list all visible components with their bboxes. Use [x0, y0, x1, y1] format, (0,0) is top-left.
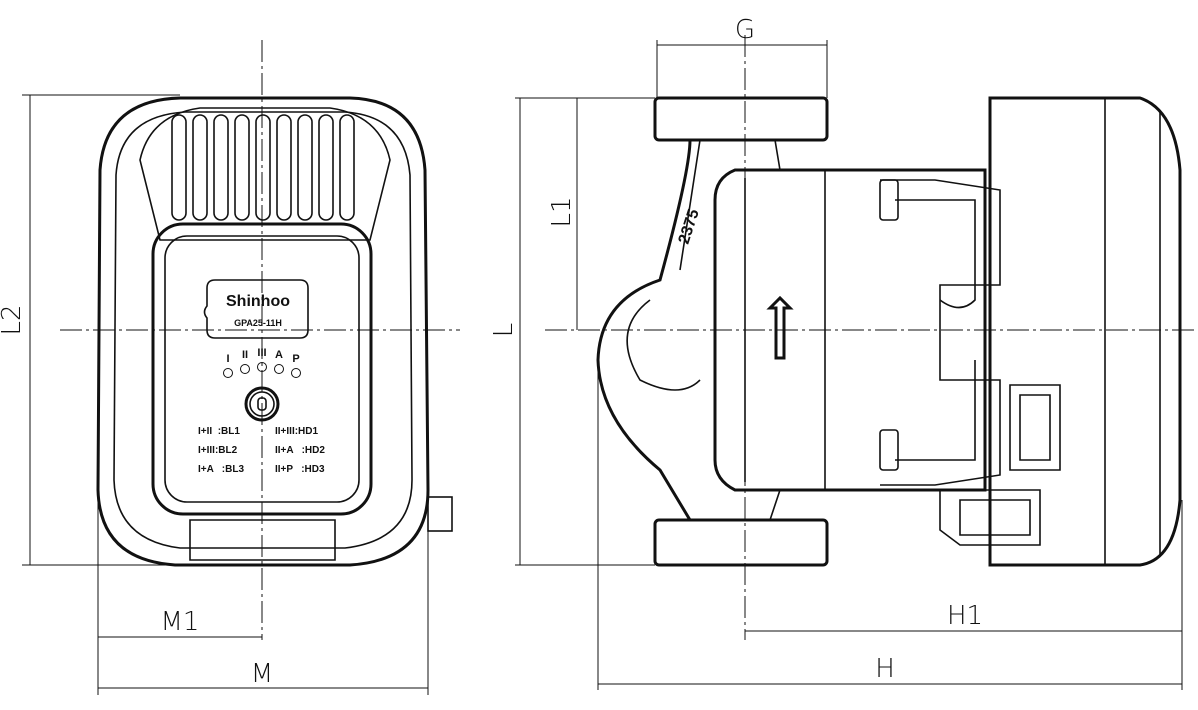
casting-mark: 2375	[676, 207, 703, 246]
setting-text: I+A :BL3	[198, 464, 244, 475]
top-flange	[653, 96, 829, 142]
bottom-flange	[653, 518, 829, 567]
mode-label: III	[257, 347, 266, 359]
mode-label: A	[275, 349, 283, 361]
motor-housing	[713, 168, 987, 492]
cable-gland	[427, 496, 453, 532]
dimension-label-h1: H1	[947, 601, 983, 631]
control-box	[988, 96, 1182, 567]
cooling-fins-area	[139, 107, 391, 241]
setting-text: II+III:HD1	[275, 426, 319, 437]
setting-text: I+III:BL2	[198, 445, 238, 456]
led-icon	[257, 362, 267, 372]
dimension-label-l: L	[489, 323, 519, 338]
setting-text: II+P :HD3	[275, 464, 325, 475]
control-panel	[151, 222, 373, 516]
brand-label	[203, 279, 309, 339]
dimension-label-h: H	[875, 654, 895, 684]
led-icon	[240, 364, 250, 374]
mode-indicators: I II III A P	[223, 347, 301, 378]
volute-outline	[596, 139, 692, 521]
dimension-label-m: M	[251, 659, 273, 689]
dimension-label-m1: M1	[161, 607, 200, 637]
cable-connector	[939, 489, 1041, 546]
brand-name: Shinhoo	[226, 293, 290, 310]
mode-label: I	[226, 353, 229, 365]
mode-button	[244, 386, 280, 422]
cooling-fins	[171, 114, 355, 221]
pump-housing-outline	[96, 96, 430, 567]
side-view: 2375 G L L1 H1 H	[489, 15, 1198, 690]
led-icon	[291, 368, 301, 378]
led-icon	[274, 364, 284, 374]
dimension-label-l2: L2	[0, 304, 27, 335]
mode-label: II	[242, 349, 248, 361]
led-icon	[223, 368, 233, 378]
mode-label: P	[292, 353, 299, 365]
setting-text: I+II :BL1	[198, 426, 240, 437]
settings-table: I+II :BL1 I+III:BL2 I+A :BL3 II+III:HD1 …	[198, 426, 325, 475]
front-view: Shinhoo GPA25-11H I II III A P I+II :BL1…	[0, 40, 460, 695]
model-name: GPA25-11H	[234, 318, 282, 328]
flow-direction-arrow-icon	[766, 295, 794, 360]
dimension-label-l1: L1	[547, 196, 577, 227]
dimension-label-g: G	[735, 15, 755, 45]
button-icon	[257, 397, 267, 411]
setting-text: II+A :HD2	[275, 445, 325, 456]
